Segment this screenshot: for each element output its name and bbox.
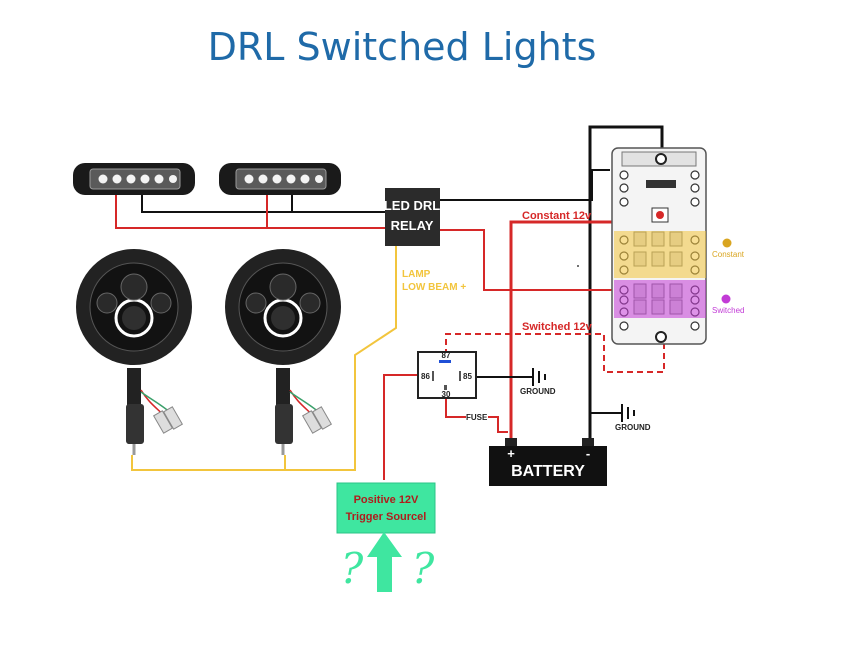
led-drl-relay-label-1: LED DRL bbox=[384, 198, 440, 213]
stray-dot bbox=[577, 265, 579, 267]
low-beam-label: LOW BEAM + bbox=[402, 282, 466, 293]
ground-symbol-relay bbox=[532, 368, 546, 386]
fuse-to-battery-wire bbox=[488, 416, 508, 433]
switched-legend-dot bbox=[721, 294, 731, 304]
drl-light-ground-wires bbox=[141, 193, 385, 213]
lamp-low-beam-wire bbox=[131, 246, 397, 471]
led-drl-relay-label-2: RELAY bbox=[391, 218, 434, 233]
constant-legend-label: Constant bbox=[712, 250, 745, 259]
trigger-source-box: Positive 12V Trigger Sourcel bbox=[336, 482, 436, 534]
drl-light-bar-left bbox=[73, 163, 195, 195]
constant-legend-dot bbox=[722, 238, 732, 248]
relay30-fuse-wire bbox=[445, 398, 466, 418]
constant-12v-label: Constant 12v bbox=[522, 210, 592, 222]
question-mark-left: ? bbox=[341, 544, 364, 593]
trigger-label-2: Trigger Sourcel bbox=[346, 511, 427, 523]
trigger-label-1: Positive 12V bbox=[354, 494, 419, 506]
ground-label-chassis: GROUND bbox=[615, 423, 651, 432]
relay-to-fuseblock-ground-wire bbox=[440, 169, 610, 201]
switched-12v-dashed-wire bbox=[445, 333, 665, 373]
battery: + - BATTERY bbox=[489, 438, 607, 486]
drl-light-positive-wires bbox=[115, 193, 385, 229]
relay-pin-86: 86 bbox=[421, 372, 430, 381]
battery-minus: - bbox=[586, 446, 590, 461]
switched-fuse-highlight bbox=[614, 280, 706, 318]
lamp-label: LAMP bbox=[402, 269, 431, 280]
relay-pin-30: 30 bbox=[442, 390, 451, 399]
constant-fuse-highlight bbox=[614, 231, 706, 278]
relay-pin-87: 87 bbox=[442, 351, 451, 360]
headlight-right bbox=[225, 249, 341, 455]
up-arrow-icon bbox=[367, 532, 402, 592]
page-title: DRL Switched Lights bbox=[208, 25, 597, 69]
switched-legend-label: Switched bbox=[712, 306, 744, 315]
headlight-left bbox=[76, 249, 192, 455]
battery-label: BATTERY bbox=[511, 463, 585, 480]
led-drl-relay: LED DRL RELAY bbox=[384, 188, 440, 246]
ground-symbol-chassis bbox=[621, 404, 635, 422]
switched-12v-label: Switched 12v bbox=[522, 321, 593, 333]
relay-pin-85: 85 bbox=[463, 372, 472, 381]
battery-plus: + bbox=[507, 446, 515, 461]
fuseblock-ground-bus-wire bbox=[588, 125, 664, 440]
drl-light-bar-right bbox=[219, 163, 341, 195]
question-mark-right: ? bbox=[412, 544, 435, 593]
ground-label-relay: GROUND bbox=[520, 387, 556, 396]
trigger-relay: 87 86 85 30 bbox=[417, 351, 477, 399]
fuse-label: FUSE bbox=[466, 413, 488, 422]
relay-to-switched-fuse-wire bbox=[440, 229, 612, 291]
trigger-wire bbox=[383, 374, 418, 480]
